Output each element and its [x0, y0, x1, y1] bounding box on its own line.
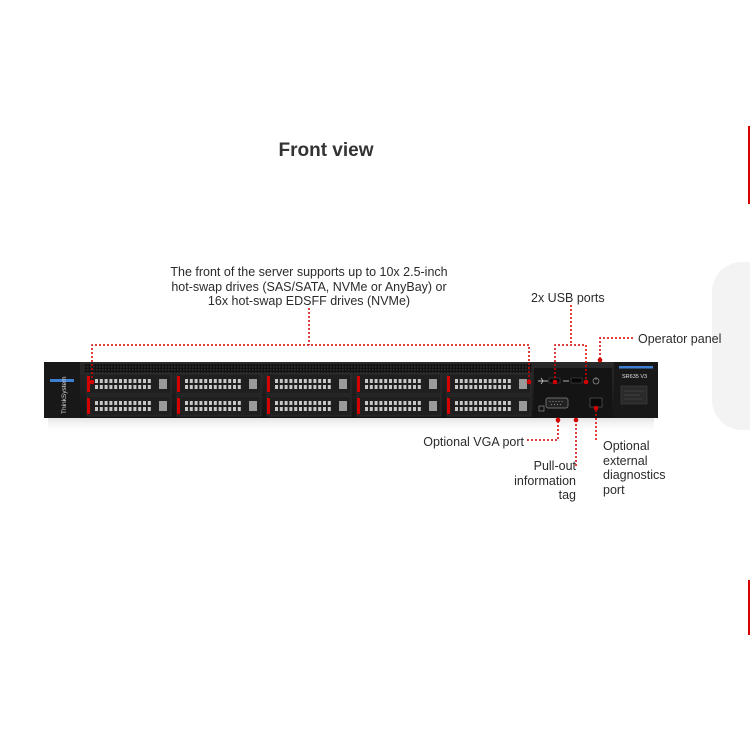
brand-label: ThinkSystem: [61, 376, 68, 414]
drive-bay-group: [86, 373, 532, 417]
callout-lines: [91, 305, 633, 466]
usb-port-2: [570, 377, 583, 384]
drive-bay: [356, 395, 442, 417]
callout-markers: [89, 357, 603, 423]
io-panel: [534, 368, 612, 414]
diagnostics-port: [589, 397, 603, 408]
diag-callout-line: Optional: [603, 439, 650, 453]
pullout-callout-label: Pull-out information tag: [496, 459, 576, 503]
usb-callout-line: [554, 305, 587, 382]
operator-callout-line: [599, 337, 633, 360]
pullout-callout-line: tag: [558, 488, 576, 502]
right-blue-accent: [619, 366, 653, 369]
pullout-callout-line: information: [514, 473, 576, 488]
drive-bay: [446, 373, 532, 395]
diag-callout-line: port: [603, 482, 625, 497]
diag-callout-label: Optional external diagnostics port: [603, 439, 666, 497]
vga-callout-label: Optional VGA port: [423, 435, 524, 449]
usb-icon: [538, 377, 548, 385]
left-rack-ear: ThinkSystem: [44, 362, 80, 418]
edge-accent-top: [748, 126, 750, 204]
drive-bay: [266, 395, 352, 417]
left-blue-accent: [50, 379, 74, 382]
drive-bay: [356, 373, 442, 395]
background-shape: [712, 262, 750, 430]
power-icon: [592, 377, 600, 385]
drives-callout-line: 16x hot-swap EDSFF drives (NVMe): [207, 294, 411, 308]
edge-accent-bottom: [748, 580, 750, 635]
page-title: Front view: [278, 140, 374, 161]
pullout-callout-line: Pull-out: [533, 459, 576, 473]
chassis-reflection: [48, 418, 654, 434]
drives-callout-label: The front of the server supports up to 1…: [148, 265, 470, 309]
drives-callout-line: [91, 308, 530, 382]
drive-bay: [86, 395, 172, 417]
vga-callout-line: [527, 420, 559, 441]
drive-bay: [176, 395, 262, 417]
drive-bay: [446, 395, 532, 417]
drives-callout-line: The front of the server supports up to 1…: [170, 265, 448, 279]
usb-callout-label: 2x USB ports: [531, 291, 605, 305]
drive-bay: [86, 373, 172, 395]
drive-bay: [176, 373, 262, 395]
vga-port: [545, 397, 569, 409]
right-rack-ear: SR635 V3: [614, 362, 658, 418]
model-label: SR635 V3: [622, 374, 647, 380]
diag-callout-line: external: [603, 453, 648, 468]
drives-callout-line: hot-swap drives (SAS/SATA, NVMe or AnyBa…: [171, 279, 447, 294]
drive-bay: [266, 373, 352, 395]
diag-callout-line: diagnostics: [603, 468, 666, 482]
operator-callout-label: Operator panel: [638, 332, 722, 346]
id-icon: [538, 405, 545, 412]
